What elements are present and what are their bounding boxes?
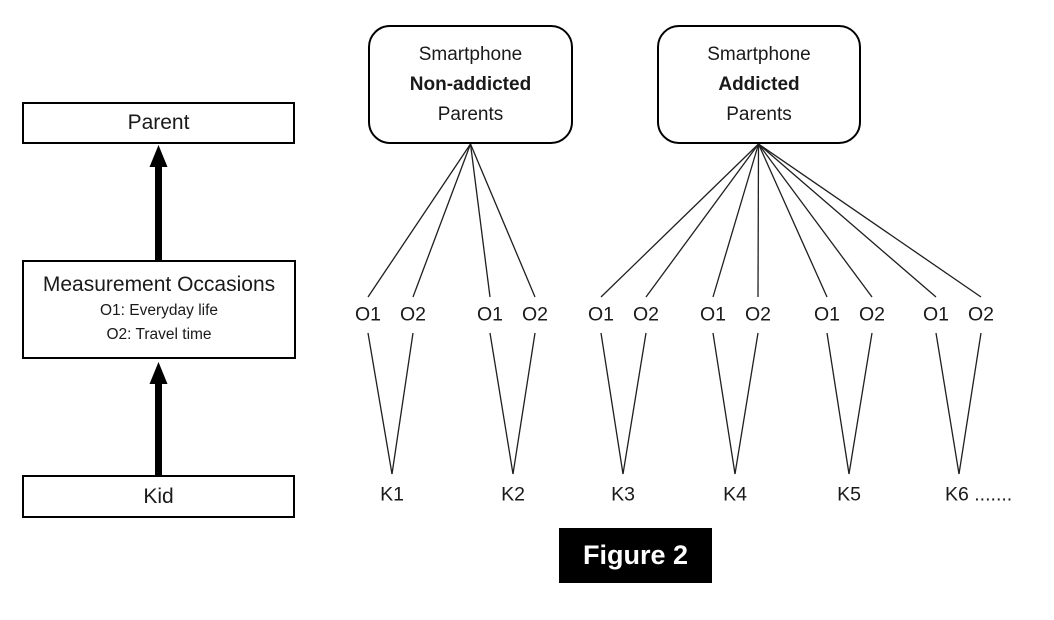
group-line-emphasis: Addicted — [718, 73, 800, 95]
occasion-label: O2 — [744, 303, 772, 326]
parent-to-occasion-line — [757, 143, 828, 298]
occasion-to-kid-line — [391, 332, 414, 475]
parent-to-occasion-line — [758, 143, 937, 298]
kid-label: K6 ....... — [945, 483, 1013, 506]
parent-to-occasion-line — [712, 143, 760, 298]
occasion-label: O2 — [632, 303, 660, 326]
occasion-label: O2 — [521, 303, 549, 326]
occasion-label: O1 — [587, 303, 615, 326]
occasion-to-kid-line — [935, 332, 960, 475]
occasion-label: O1 — [813, 303, 841, 326]
occasion-to-kid-line — [622, 332, 647, 475]
occasion-label: O1 — [476, 303, 504, 326]
up-arrowhead-to-parent — [149, 145, 168, 167]
group-line: Smartphone — [418, 43, 523, 65]
occasion-label: O1 — [354, 303, 382, 326]
kid-label: K3 — [611, 483, 635, 506]
kid-box-label: Kid — [143, 484, 174, 508]
occasion-1-definition: O1: Everyday life — [99, 302, 219, 319]
occasion-to-kid-line — [489, 332, 514, 475]
occasion-2-definition: O2: Travel time — [106, 326, 212, 343]
occasion-to-kid-line — [848, 332, 873, 475]
occasion-to-kid-line — [712, 332, 736, 475]
group-line: Parents — [726, 103, 792, 125]
figure-caption-text: Figure 2 — [582, 540, 689, 570]
addicted-parents-box: Smartphone Addicted Parents — [657, 25, 861, 144]
kid-label: K2 — [501, 483, 525, 506]
parent-box-label: Parent — [127, 111, 190, 134]
parent-to-occasion-line — [367, 143, 472, 298]
occasion-to-kid-line — [512, 332, 536, 475]
group-line: Parents — [437, 103, 504, 125]
kid-label: K5 — [837, 483, 861, 506]
occasion-label: O2 — [967, 303, 995, 326]
occasion-to-kid-line — [600, 332, 624, 475]
parent-to-occasion-line — [758, 143, 982, 298]
parent-to-occasion-line — [600, 143, 759, 298]
parent-box: Parent — [22, 102, 295, 144]
up-arrowhead-to-measurement — [149, 362, 168, 384]
occasion-to-kid-line — [958, 332, 982, 475]
kid-label: K1 — [380, 483, 404, 506]
parent-to-occasion-line — [412, 143, 472, 298]
occasion-label: O2 — [858, 303, 886, 326]
occasion-to-kid-line — [826, 332, 850, 475]
parent-to-occasion-line — [645, 143, 760, 298]
parent-to-occasion-line — [469, 143, 536, 298]
figure-caption: Figure 2 — [559, 528, 712, 583]
parent-to-occasion-line — [757, 143, 760, 298]
occasion-to-kid-line — [367, 332, 393, 475]
occasion-label: O1 — [922, 303, 950, 326]
parent-to-occasion-line — [757, 143, 873, 298]
kid-box: Kid — [22, 475, 295, 518]
measurement-occasions-title: Measurement Occasions — [42, 273, 276, 296]
group-line: Smartphone — [707, 43, 811, 65]
measurement-occasions-box: Measurement Occasions O1: Everyday life … — [22, 260, 296, 359]
parent-to-occasion-line — [469, 143, 491, 298]
occasion-label: O2 — [399, 303, 427, 326]
non-addicted-parents-box: Smartphone Non-addicted Parents — [368, 25, 573, 144]
occasion-label: O1 — [699, 303, 727, 326]
group-line-emphasis: Non-addicted — [409, 73, 532, 95]
kid-label: K4 — [723, 483, 747, 506]
occasion-to-kid-line — [734, 332, 759, 475]
